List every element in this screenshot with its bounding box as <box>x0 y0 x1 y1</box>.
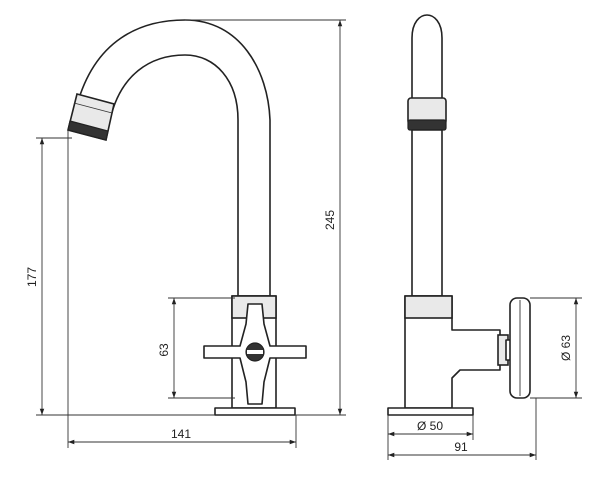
dim-handle-diameter: Ø 63 <box>559 335 573 361</box>
front-base-plate <box>214 407 296 416</box>
dim-total-height: 245 <box>323 210 337 230</box>
dim-front-width: 141 <box>171 427 191 441</box>
side-base-plate <box>387 407 474 416</box>
dimension-lines <box>36 19 582 460</box>
dim-base-diameter: Ø 50 <box>417 419 443 433</box>
dim-handle-height: 63 <box>157 343 171 357</box>
front-view <box>67 19 307 416</box>
front-spout-body <box>76 19 271 297</box>
side-spout-top <box>411 14 443 101</box>
side-tube <box>411 129 443 297</box>
side-view <box>387 14 531 416</box>
dim-spout-height: 177 <box>25 267 39 287</box>
dim-side-depth: 91 <box>454 440 468 454</box>
front-aerator-band <box>67 120 109 141</box>
